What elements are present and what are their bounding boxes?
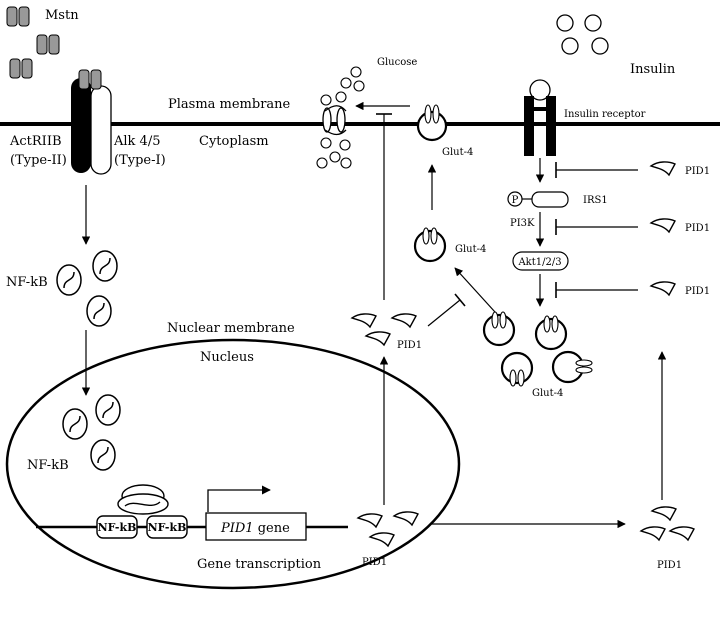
actriib-receptor xyxy=(71,78,91,173)
nfkb-box2-label: NF-kB xyxy=(148,521,187,534)
pid1-right-label: PID1 xyxy=(657,560,682,571)
alk45-label: Alk 4/5 xyxy=(113,134,160,149)
mstn-dimer xyxy=(6,6,30,27)
glut4-membrane-label: Glut-4 xyxy=(442,147,473,158)
pid1-nuclear-group xyxy=(356,511,419,548)
glut4-cluster-vesicle xyxy=(482,311,516,347)
pid1-inhib-3-label: PID1 xyxy=(685,286,710,297)
mstn-dimer xyxy=(9,58,33,79)
mstn-dimer xyxy=(36,34,60,55)
insulin-receptor xyxy=(524,79,556,156)
cytoplasm-label: Cytoplasm xyxy=(199,134,269,149)
irs1-box xyxy=(531,191,569,208)
pid1-inhibitor-1 xyxy=(555,161,676,178)
akt-label: Akt1/2/3 xyxy=(517,257,561,268)
nucleus-label: Nucleus xyxy=(200,350,254,365)
gene-transcription-label: Gene transcription xyxy=(197,557,322,572)
insulin-molecules xyxy=(556,14,609,55)
nfkb-bound-dna xyxy=(117,484,169,515)
pi3k-label: PI3K xyxy=(510,218,535,229)
irs1-complex: P xyxy=(507,191,569,208)
pid1-protein xyxy=(649,281,676,297)
glut4-membrane-vesicle xyxy=(416,104,448,142)
actriib-label: ActRIIB xyxy=(9,134,62,149)
pid1-middle-group xyxy=(350,313,417,347)
pid1-protein xyxy=(649,218,676,234)
pid1-inhibit-glut4-bar xyxy=(454,293,466,307)
activin-receptor-complex xyxy=(71,69,112,175)
pid1-nuclear-label: PID1 xyxy=(362,557,387,568)
actriib-type-label: (Type-II) xyxy=(10,153,67,168)
pid1-inhibitor-3 xyxy=(555,281,676,298)
glut4-cluster xyxy=(482,311,593,387)
transcription-start-arrow xyxy=(207,485,271,512)
glucose-label: Glucose xyxy=(377,57,417,68)
pid1-middle-label: PID1 xyxy=(397,340,422,351)
pid1-inhibitor-2 xyxy=(555,218,676,235)
nfkb-box1-label: NF-kB xyxy=(98,521,137,534)
glut4-channel-left xyxy=(322,105,347,136)
glut4-cluster-vesicle xyxy=(534,315,568,351)
insulin-receptor-label: Insulin receptor xyxy=(564,109,646,120)
bound-mstn xyxy=(90,69,102,90)
pid1-gene-box xyxy=(205,512,307,541)
mstn-molecules xyxy=(6,6,60,79)
nfkb-nuclear xyxy=(62,394,121,471)
pid1-inhib-1-label: PID1 xyxy=(685,166,710,177)
pid1-inhibit-glut4-line xyxy=(427,299,461,327)
glut4-cluster-vesicle xyxy=(551,350,593,384)
pid1-protein xyxy=(649,161,676,177)
glucose-molecules xyxy=(316,66,365,169)
pid1-gene-italic: PID1 xyxy=(220,521,254,536)
nfkb-binding-site-1 xyxy=(96,515,138,539)
glut4-cluster-label: Glut-4 xyxy=(532,388,563,399)
akt-box xyxy=(512,251,569,271)
pid1-inhib-2-label: PID1 xyxy=(685,223,710,234)
glut4-cluster-vesicle xyxy=(500,351,534,387)
nfkb-cyto-label: NF-kB xyxy=(6,275,48,290)
nfkb-cytoplasmic xyxy=(56,250,118,327)
nucleus-envelope xyxy=(5,338,461,590)
glut4-vesicle xyxy=(413,227,447,263)
nuclear-membrane-label: Nuclear membrane xyxy=(167,321,295,336)
pid1-right-group xyxy=(639,506,695,542)
glut4-vesicle-label: Glut-4 xyxy=(455,244,486,255)
insulin-bound xyxy=(529,79,551,101)
irs1-label: IRS1 xyxy=(583,195,608,206)
mstn-label: Mstn xyxy=(45,8,79,23)
bound-mstn xyxy=(78,69,90,90)
alk45-receptor xyxy=(90,85,112,175)
pid1-gene-suffix: gene xyxy=(254,521,291,536)
nfkb-binding-site-2 xyxy=(146,515,188,539)
p-label: P xyxy=(512,195,519,206)
nfkb-nuclear-label: NF-kB xyxy=(27,458,69,473)
insulin-label: Insulin xyxy=(630,62,676,77)
arrow-cluster-to-vesicle xyxy=(454,267,496,313)
alk45-type-label: (Type-I) xyxy=(114,153,166,168)
plasma-membrane-label: Plasma membrane xyxy=(168,97,291,112)
pid1-gene-label: PID1 gene xyxy=(220,521,290,536)
